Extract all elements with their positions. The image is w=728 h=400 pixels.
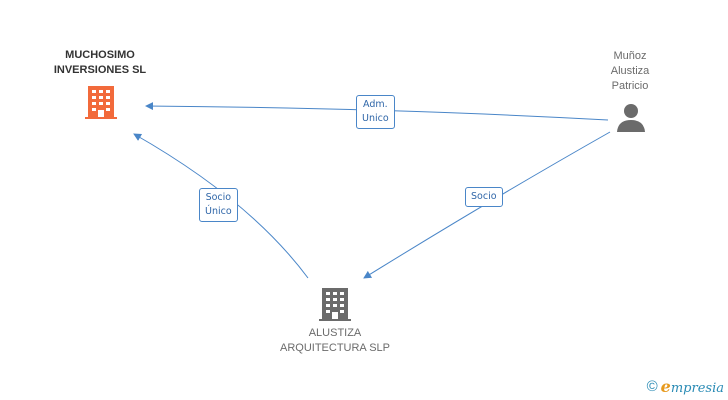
brand-watermark: © empresia [647,377,724,396]
company-main-label: MUCHOSIMO INVERSIONES SL [53,49,147,76]
person-icon[interactable] [616,102,646,132]
edge-label-adm-unico[interactable]: Adm. Unico [356,95,395,129]
copyright-symbol: © [646,378,658,395]
company-second-label: ALUSTIZA ARQUITECTURA SLP [279,327,391,354]
edge-label-socio-unico[interactable]: Socio Único [199,188,238,222]
building-icon-second[interactable] [318,286,352,322]
edge-label-socio[interactable]: Socio [465,187,503,207]
person-label: Muñoz Alustiza Patricio [610,50,650,92]
building-icon-main[interactable] [84,84,118,120]
brand-logo: empresia [660,377,724,396]
